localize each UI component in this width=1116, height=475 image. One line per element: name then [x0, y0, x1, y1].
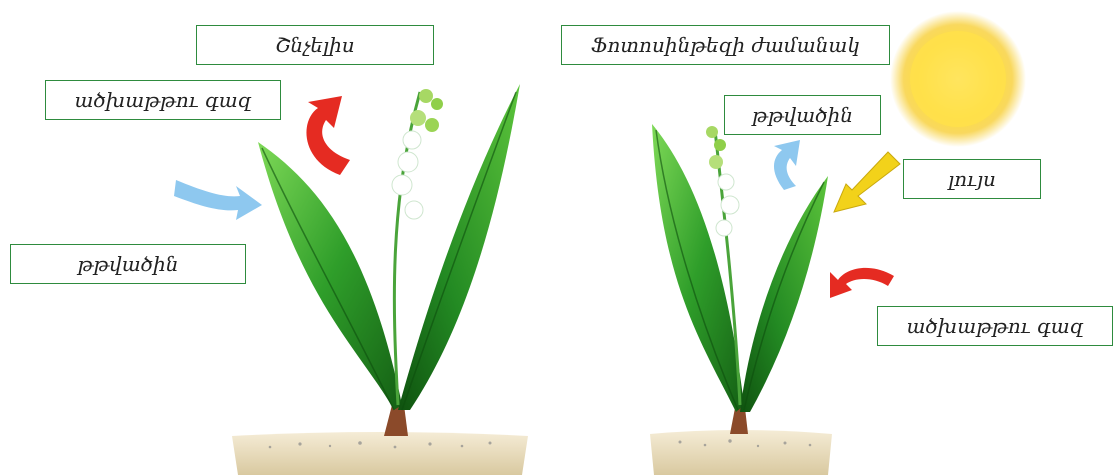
right-soil — [650, 430, 832, 475]
left-o2-arrow — [174, 180, 262, 220]
light-arrow — [834, 152, 900, 212]
right-plant-flowers — [706, 126, 739, 236]
right-plant — [650, 11, 1026, 475]
right-o2-label: թթվածին — [724, 95, 881, 135]
left-title-label: Շնչելիս — [196, 25, 434, 65]
right-co2-label: ածխաթթու գազ — [877, 306, 1113, 346]
left-co2-arrow — [306, 96, 350, 175]
light-label: լույս — [903, 159, 1041, 199]
left-o2-label: թթվածին — [10, 244, 246, 284]
right-plant-leaf-right — [740, 176, 828, 412]
right-title-label: Ֆոտոսինթեզի ժամանակ — [561, 25, 890, 65]
left-plant — [232, 84, 528, 475]
left-plant-leaf-left — [258, 142, 402, 410]
left-soil — [232, 432, 528, 475]
right-co2-arrow — [830, 268, 894, 298]
right-o2-arrow — [774, 140, 800, 190]
left-co2-label: ածխաթթու գազ — [45, 80, 281, 120]
